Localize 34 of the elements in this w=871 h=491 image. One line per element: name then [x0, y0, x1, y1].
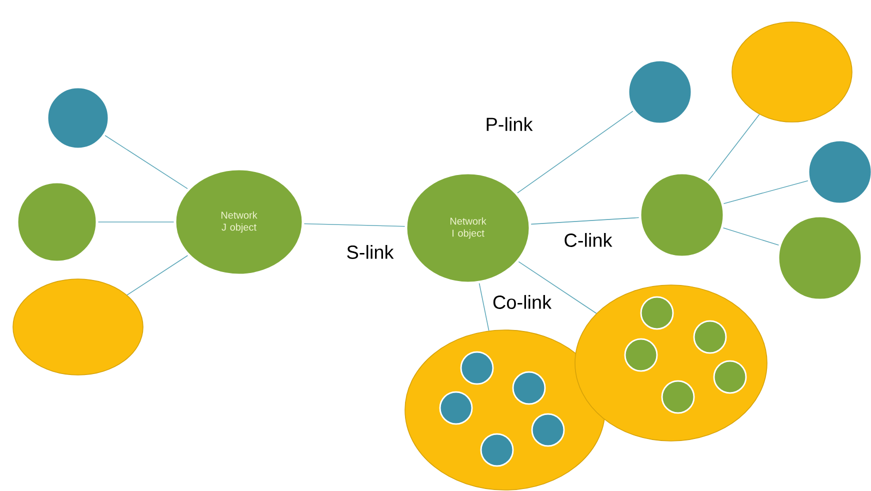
circle-node: [480, 433, 514, 467]
link-line: [478, 282, 490, 332]
link-line: [518, 261, 597, 314]
link-line: [722, 227, 780, 246]
circle-node: [806, 138, 871, 206]
edge-label: C-link: [562, 232, 614, 248]
link-line: [126, 255, 188, 296]
circle-node: [16, 180, 98, 264]
link-line: [304, 223, 406, 227]
circle-node: [661, 380, 695, 414]
circle-node: [439, 391, 473, 425]
edge-label: S-link: [345, 244, 395, 260]
circle-node: [693, 320, 727, 354]
edge-label: P-link: [484, 116, 534, 132]
link-line: [104, 135, 188, 190]
circle-node: [512, 371, 546, 405]
circle-node: [624, 338, 658, 372]
circle-node: [46, 86, 110, 150]
network-object-node: Network J object: [174, 168, 304, 276]
circle-node: [626, 58, 694, 126]
edge-label: Co-link: [491, 294, 553, 310]
ellipse-node: [12, 278, 144, 376]
circle-node: [638, 172, 726, 258]
circle-node: [531, 413, 565, 447]
link-line: [517, 110, 634, 194]
link-line: [723, 180, 808, 204]
circle-node: [640, 296, 674, 330]
network-object-node: Network I object: [404, 172, 532, 284]
link-line: [708, 114, 760, 182]
circle-node: [713, 360, 747, 394]
link-line: [530, 217, 640, 225]
circle-node: [460, 351, 494, 385]
ellipse-node: [732, 22, 852, 122]
circle-node: [776, 214, 864, 302]
